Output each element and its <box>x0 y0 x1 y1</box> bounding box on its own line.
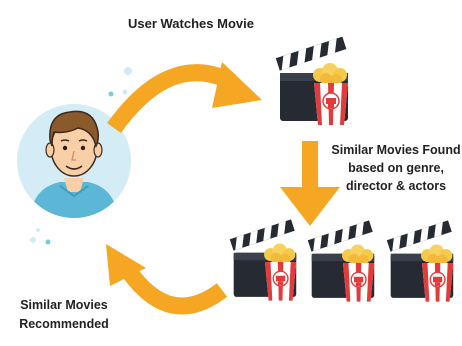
movie-icon <box>275 35 349 126</box>
decor-dot <box>122 89 128 95</box>
label-found-line1: Similar Movies Found <box>331 143 461 157</box>
decor-dot <box>108 91 114 97</box>
label-found-line3: director & actors <box>345 179 447 193</box>
label-rec-line1: Similar Movies <box>20 298 108 312</box>
arrow-found <box>280 141 340 226</box>
movie-icon <box>307 219 375 303</box>
decor-dot <box>45 239 51 245</box>
user-avatar-icon <box>17 104 131 218</box>
arrow-watch <box>107 62 262 133</box>
label-user-watches-movie: User Watches Movie <box>128 16 254 31</box>
decor-dot <box>30 237 36 243</box>
movie-icon <box>386 219 454 303</box>
movie-icon <box>229 218 297 302</box>
arrow-recommend <box>106 244 228 315</box>
label-similar-movies-recommended: Similar Movies Recommended <box>8 296 120 334</box>
label-rec-line2: Recommended <box>19 317 109 331</box>
label-found-line2: based on genre, <box>348 161 444 175</box>
decor-dot <box>36 228 40 232</box>
decor-dot <box>124 67 132 75</box>
label-similar-movies-found: Similar Movies Found based on genre, dir… <box>331 141 461 195</box>
